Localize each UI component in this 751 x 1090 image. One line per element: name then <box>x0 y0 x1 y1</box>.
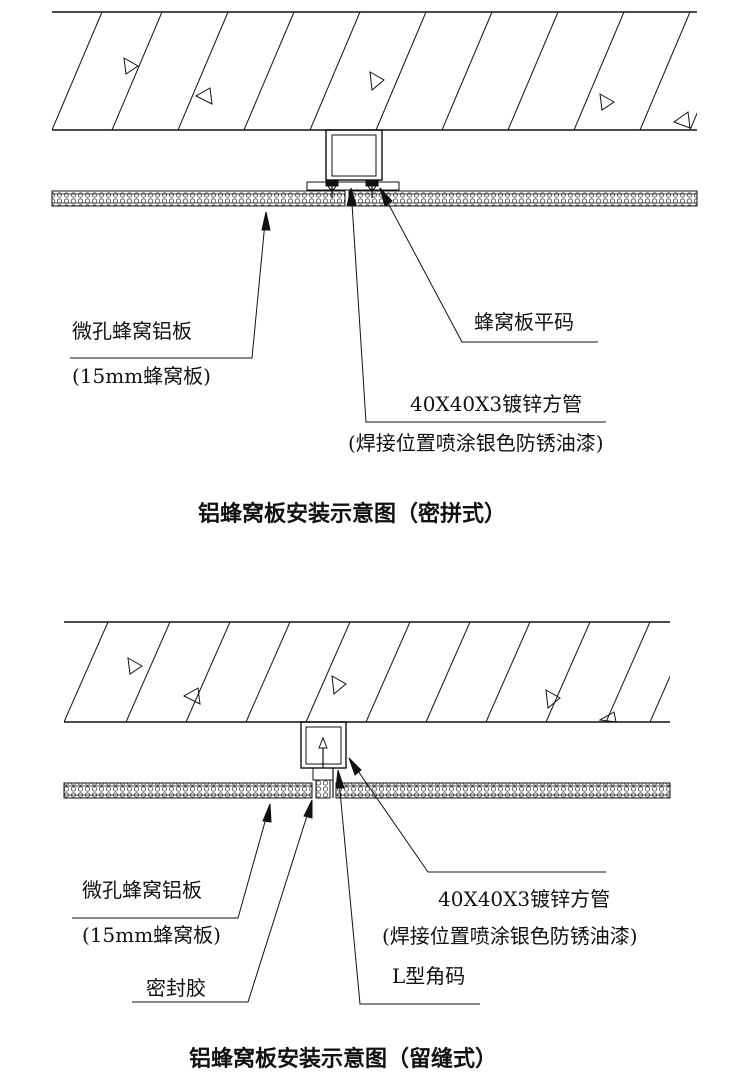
label-tube-note-bottom: (焊接位置喷涂银色防锈油漆) <box>382 924 638 948</box>
leader-lines-bottom <box>72 757 606 1005</box>
honeycomb-panel-bottom <box>63 782 671 799</box>
angle-and-sealant-bottom <box>312 767 334 799</box>
label-panel-top: 微孔蜂窝铝板 <box>72 319 192 343</box>
clip-plate-top <box>306 179 400 198</box>
aggregate-triangles-bottom <box>127 657 617 723</box>
label-tube-bottom: 40X40X3镀锌方管 <box>438 887 610 911</box>
label-sealant-bottom: 密封胶 <box>146 976 206 1000</box>
diagram-top: 微孔蜂窝铝板 (15mm蜂窝板) 蜂窝板平码 40X40X3镀锌方管 (焊接位置… <box>51 11 698 527</box>
honeycomb-panel-top <box>51 190 698 207</box>
label-panel-spec-bottom: (15mm蜂窝板) <box>82 923 221 947</box>
label-panel-bottom: 微孔蜂窝铝板 <box>82 878 202 902</box>
label-tube-top: 40X40X3镀锌方管 <box>410 392 582 416</box>
aggregate-triangles-top <box>123 57 691 129</box>
diagram-bottom: 微孔蜂窝铝板 (15mm蜂窝板) 40X40X3镀锌方管 (焊接位置喷涂银色防锈… <box>63 621 671 1072</box>
title-top: 铝蜂窝板安装示意图（密拼式） <box>198 501 506 527</box>
label-panel-spec-top: (15mm蜂窝板) <box>72 364 211 388</box>
title-bottom: 铝蜂窝板安装示意图（留缝式） <box>189 1046 497 1072</box>
label-clip-top: 蜂窝板平码 <box>474 310 574 334</box>
steel-tube-bottom <box>300 721 347 769</box>
concrete-slab-top <box>52 11 697 131</box>
leader-lines-top <box>70 187 606 423</box>
steel-tube-top <box>325 129 383 181</box>
concrete-slab-bottom <box>64 621 670 723</box>
label-tube-note-top: (焊接位置喷涂银色防锈油漆) <box>348 431 604 455</box>
label-angle-bottom: L型角码 <box>392 964 465 988</box>
